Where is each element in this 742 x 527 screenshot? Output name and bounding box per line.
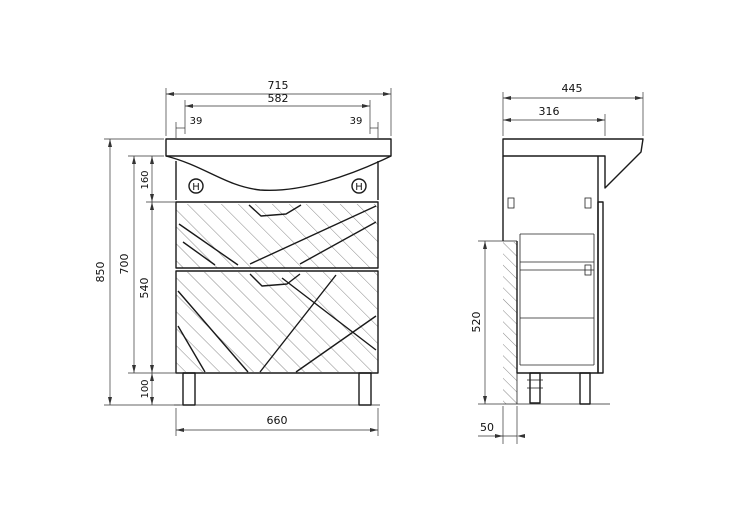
siphon [527, 372, 543, 404]
dim-overall-depth: 445 [502, 82, 644, 136]
svg-text:582: 582 [268, 92, 289, 105]
svg-text:520: 520 [470, 312, 483, 333]
front-view: H H 715 [94, 79, 392, 436]
svg-text:50: 50 [480, 421, 494, 434]
dim-cabinet-depth: 316 [503, 105, 606, 136]
side-drawer-boxes [507, 197, 595, 366]
lower-drawer-decor-line [177, 274, 377, 373]
dim-right-offset: 39 [350, 116, 379, 138]
front-leg-left [182, 372, 196, 406]
lower-drawer-handle[interactable] [249, 273, 301, 287]
cold-tap-badge: H [351, 178, 367, 194]
front-leg-right [358, 372, 372, 406]
side-cabinet-body [502, 156, 599, 374]
dim-cabinet-height: 700 [118, 155, 164, 373]
side-drawer-front [597, 201, 604, 374]
svg-text:H: H [192, 182, 200, 193]
svg-text:H: H [355, 182, 363, 193]
upper-drawer[interactable] [175, 201, 379, 269]
dim-overall-width: 715 [165, 79, 392, 136]
upper-drawer-decor-line [178, 205, 377, 266]
upper-drawer-handle[interactable] [248, 204, 302, 217]
svg-text:39: 39 [350, 116, 363, 127]
countertop [165, 138, 392, 157]
svg-text:715: 715 [268, 79, 289, 92]
dim-body-height: 520 [470, 240, 503, 405]
svg-text:445: 445 [562, 82, 583, 95]
svg-text:660: 660 [267, 414, 288, 427]
lower-drawer-hatch [176, 272, 378, 372]
svg-text:540: 540 [138, 278, 151, 299]
side-view: 445 316 520 50 [470, 82, 644, 444]
dim-inner-width: 582 [184, 92, 371, 134]
wall-hatch [503, 242, 517, 404]
svg-text:850: 850 [94, 262, 107, 283]
svg-text:160: 160 [140, 170, 151, 189]
dim-wall-gap: 50 [478, 406, 525, 444]
dim-left-offset: 39 [175, 116, 203, 138]
side-leg-front [579, 372, 591, 405]
svg-text:700: 700 [118, 254, 131, 275]
basin-bowl [165, 155, 392, 192]
svg-text:100: 100 [140, 379, 151, 398]
svg-text:316: 316 [539, 105, 560, 118]
side-countertop [502, 138, 644, 189]
dim-total-height: 850 [94, 138, 180, 406]
lower-drawer[interactable] [175, 270, 379, 374]
hot-tap-badge: H [188, 178, 204, 194]
dim-stack: 160 540 100 [128, 156, 183, 405]
svg-text:39: 39 [190, 116, 203, 127]
dim-cabinet-width: 660 [175, 408, 379, 436]
